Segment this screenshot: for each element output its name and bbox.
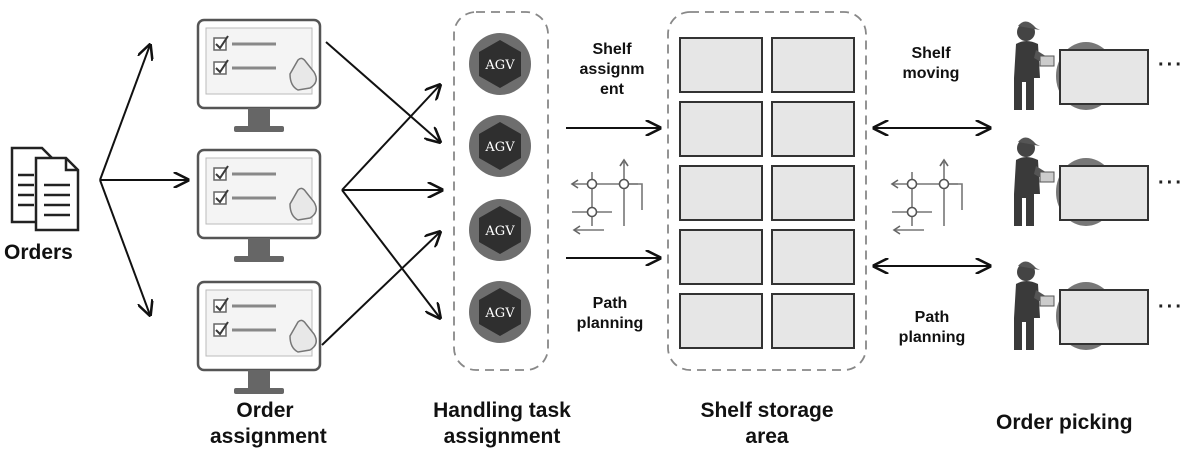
orders-to-assignment-arrows [99,45,188,315]
shelf-2-1 [679,101,763,157]
svg-text:AGV: AGV [484,58,515,73]
arrow-to-monitor-1 [99,45,150,181]
svg-text:AGV: AGV [484,224,515,239]
handling-task-title: Handling task assignment [410,398,594,451]
shelf-moving-line2: moving [902,65,960,82]
shelf-storage-title-line1: Shelf storage [700,399,834,422]
path-planning-grid-icon-left [570,158,643,235]
agv-icon-2: AGV [469,115,531,177]
shelf-grid [679,37,855,349]
shelf-3-1 [679,165,763,221]
monitor-icon-3 [196,280,322,394]
shelf-assignment-line1: Shelf [592,41,632,58]
path-planning-right-line1: Path [914,309,950,326]
agv-icon-4: AGV [469,281,531,343]
orders-label: Orders [4,241,73,264]
path-planning-right-line2: planning [898,329,966,346]
monitor-icon-2 [196,148,322,262]
shelf-assignment-line3: ent [600,81,624,98]
handling-task-title-line2: assignment [443,425,561,449]
handling-task-title-line1: Handling task [433,399,571,422]
shelf-5-2 [771,293,855,349]
shelf-moving-line1: Shelf [911,45,951,62]
arrow-m1-to-agv2 [325,41,440,142]
path-planning-label-right: Path planning [884,308,980,348]
svg-text:AGV: AGV [484,306,515,321]
arrow-m2-to-agv4 [341,189,440,318]
agv-icon-3: AGV [469,199,531,261]
agv-icon-1: AGV [469,33,531,95]
orders-documents-icon [10,146,80,232]
shelf-4-1 [679,229,763,285]
handling-task-container [453,11,549,371]
shelf-2-2 [771,101,855,157]
arrow-m2-to-agv1 [341,85,440,191]
path-planning-left-line2: planning [576,315,644,332]
assignment-to-agv-arrows [321,41,442,346]
arrow-m3-to-agv2 [321,232,440,346]
picker-station-3 [1014,261,1149,350]
shelf-storage-title-line2: area [745,425,789,449]
order-assignment-title: Order assignment [210,398,327,451]
order-assignment-title-line2: assignment [210,425,327,449]
svg-text:AGV: AGV [484,140,515,155]
shelf-assignment-label: Shelf assignm ent [572,40,652,100]
shelf-storage-container [667,11,867,371]
shelf-5-1 [679,293,763,349]
ellipsis-row-2: ··· [1158,172,1184,194]
shelf-1-1 [679,37,763,93]
picker-station-1 [1014,21,1149,110]
order-assignment-title-line1: Order [236,399,294,422]
ellipsis-row-3: ··· [1158,296,1184,318]
shelf-4-2 [771,229,855,285]
order-picking-title: Order picking [996,411,1133,434]
path-planning-grid-icon-right [890,158,963,235]
shelf-assignment-line2: assignm [579,61,645,78]
picker-station-2 [1014,137,1149,226]
path-planning-label-left: Path planning [568,294,652,334]
shelf-storage-title: Shelf storage area [682,398,852,451]
arrow-to-monitor-3 [99,179,150,315]
path-planning-left-line1: Path [592,295,628,312]
shelf-3-2 [771,165,855,221]
shelf-moving-label: Shelf moving [886,44,976,84]
monitor-icon-1 [196,18,322,132]
ellipsis-row-1: ··· [1158,54,1184,76]
shelf-1-2 [771,37,855,93]
